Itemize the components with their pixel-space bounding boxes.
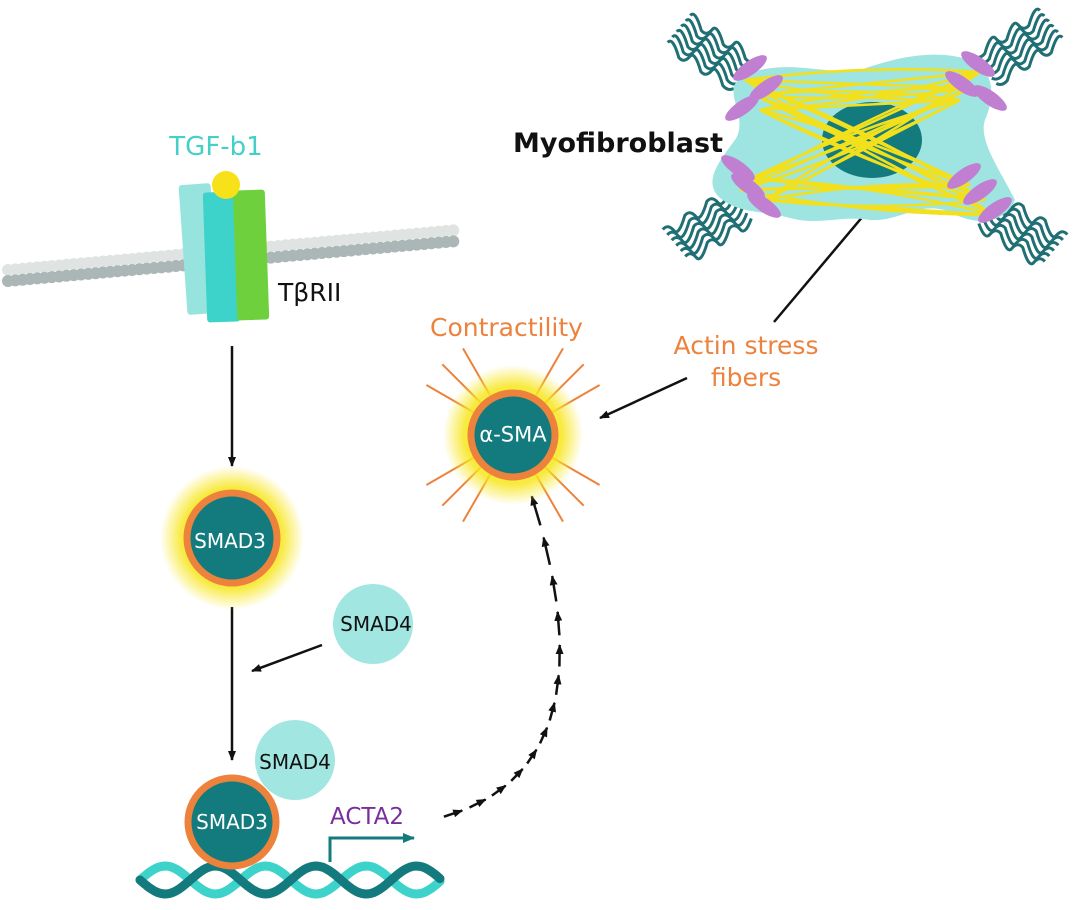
cell-label: Myofibroblast xyxy=(513,128,724,159)
gene-label: ACTA2 xyxy=(330,804,405,830)
alpha-sma-node xyxy=(425,347,601,523)
ligand-label: TGF-b1 xyxy=(169,132,263,162)
smad3-bound xyxy=(184,774,280,870)
expression-arrows xyxy=(443,495,564,818)
smad4-free xyxy=(333,584,413,664)
arrow-smad4-joins xyxy=(251,643,323,673)
arrow-actin-to-asma xyxy=(599,376,688,420)
myofibroblast-icon xyxy=(661,7,1069,266)
smad4-complex xyxy=(255,720,335,800)
alpha-sma-label: α-SMA xyxy=(479,422,547,447)
ligand-ball-icon xyxy=(212,171,240,199)
actin-fibers-label: Actin stress fibers xyxy=(673,331,819,392)
dna-helix-icon xyxy=(135,861,445,899)
receptor-icon xyxy=(178,183,270,323)
smad3-activated xyxy=(160,466,304,610)
smad3-bound-label: SMAD3 xyxy=(196,810,268,834)
transcription-arrow-icon xyxy=(328,833,415,862)
smad4-free-label: SMAD4 xyxy=(340,612,412,636)
smad4-complex-label: SMAD4 xyxy=(259,750,331,774)
contractility-label: Contractility xyxy=(430,313,583,342)
receptor-label: TβRII xyxy=(278,278,342,307)
smad3-activated-label: SMAD3 xyxy=(194,529,266,553)
